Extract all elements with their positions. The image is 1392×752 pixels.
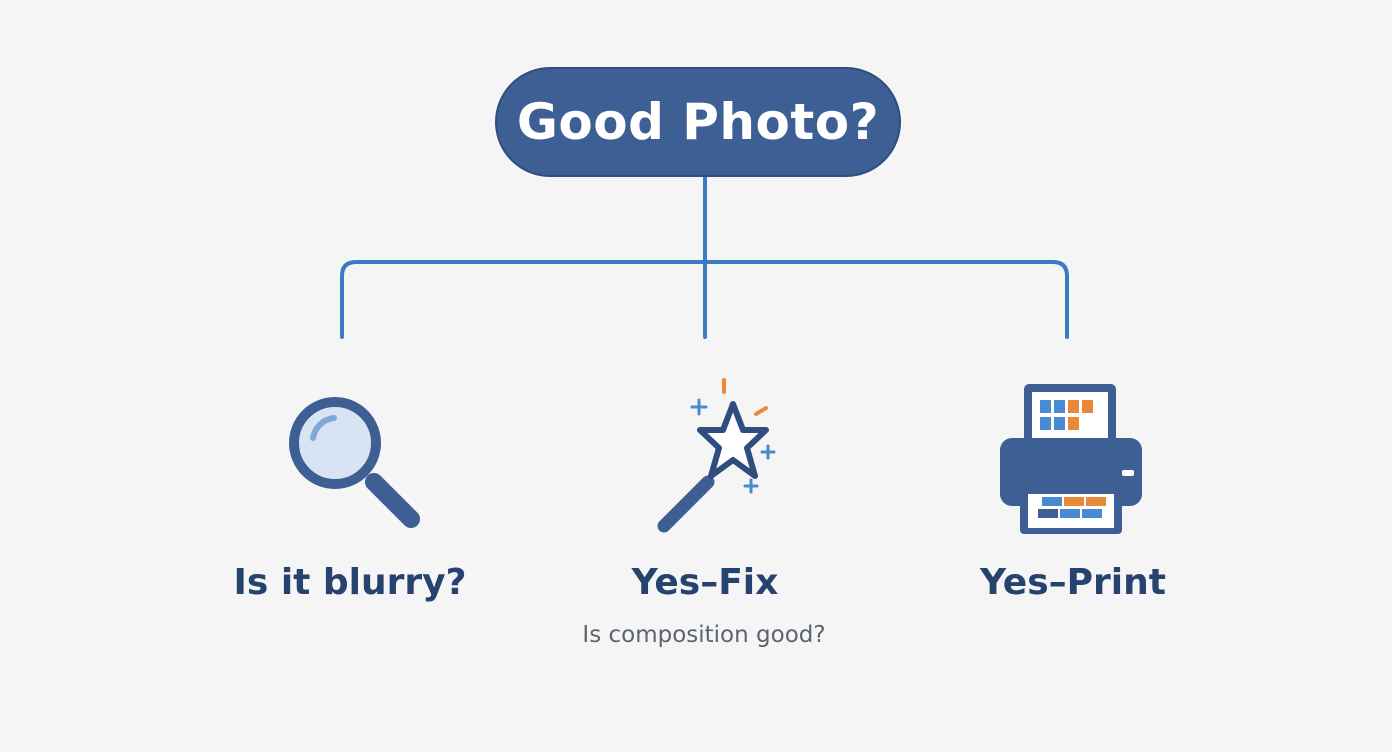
right-branch-connector xyxy=(703,260,1069,339)
branch-sublabel-composition: Is composition good? xyxy=(582,622,826,648)
left-branch-connector xyxy=(340,260,707,339)
magic-wand-icon xyxy=(657,378,776,533)
branch-label-fix: Yes–Fix xyxy=(631,562,779,603)
printer-icon xyxy=(1000,384,1142,534)
root-node: Good Photo? xyxy=(495,67,901,177)
branch-label-print: Yes–Print xyxy=(980,562,1166,603)
root-label: Good Photo? xyxy=(516,93,880,151)
magnifying-glass-icon xyxy=(289,397,420,528)
branch-label-blurry: Is it blurry? xyxy=(233,562,467,603)
